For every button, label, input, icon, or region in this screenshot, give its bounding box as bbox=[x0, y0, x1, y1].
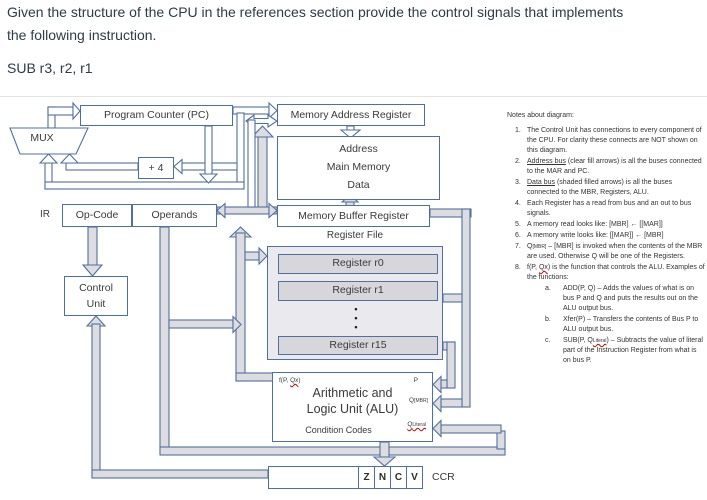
alu-name-line1: Arithmetic and bbox=[312, 386, 393, 400]
notes-panel: Notes about diagram: 1. The Control Unit… bbox=[507, 111, 705, 367]
mbr-q-bus bbox=[429, 208, 472, 413]
ccr-label: CCR bbox=[432, 471, 455, 483]
question-line-2: the following instruction. bbox=[7, 27, 157, 43]
r1-output-bus bbox=[442, 293, 463, 303]
ccr-flag-v: V bbox=[406, 467, 422, 488]
register-r15-box: Register r15 bbox=[278, 336, 438, 355]
memory-address-label: Address bbox=[339, 143, 378, 155]
alu-function-label: f(P, Qx) bbox=[279, 377, 301, 384]
note-item-2: 2. Address bus (clear fill arrows) is al… bbox=[515, 158, 702, 175]
alu-box: f(P, Qx) P Arithmetic and Logic Unit (AL… bbox=[272, 372, 433, 442]
register-file-title: Register File bbox=[326, 230, 384, 241]
divider-line bbox=[0, 96, 707, 97]
ccr-flag-n: N bbox=[374, 467, 390, 488]
note-item-8: 8. f(P, Qx) is the function that control… bbox=[515, 264, 705, 281]
mar-data-bus bbox=[250, 125, 275, 213]
mux-shape bbox=[9, 127, 89, 155]
register-file-box: Register r0 Register r1 • • • Register r… bbox=[267, 246, 443, 360]
control-unit-line2: Unit bbox=[86, 298, 106, 310]
operands-to-regfile-arrow bbox=[168, 315, 242, 334]
memory-title-label: Main Memory bbox=[326, 161, 391, 173]
pc-to-mux-arrow bbox=[38, 125, 245, 190]
program-counter-box: Program Counter (PC) bbox=[80, 105, 233, 126]
alu-to-ccr-arrow bbox=[372, 441, 397, 467]
alu-q-mbr-input-label: Q[MBR] bbox=[409, 397, 428, 404]
ccr-flag-c: C bbox=[390, 467, 406, 488]
ir-mbr-double-arrow bbox=[216, 202, 278, 219]
mux-label: MUX bbox=[30, 132, 54, 144]
alu-condition-codes-label: Condition Codes bbox=[305, 425, 372, 435]
opcode-box: Op-Code bbox=[62, 204, 132, 227]
memory-buffer-register-box: Memory Buffer Register bbox=[277, 205, 430, 227]
note-subitem-a: a. ADD(P, Q) – Adds the values of what i… bbox=[545, 285, 698, 312]
ir-label: IR bbox=[40, 209, 50, 220]
register-r1-box: Register r1 bbox=[278, 281, 438, 301]
control-unit-box: Control Unit bbox=[64, 276, 128, 316]
plus4-to-mux-arrow bbox=[59, 153, 139, 171]
note-item-3: 3. Data bus (shaded filled arrows) is al… bbox=[515, 179, 673, 196]
memory-address-register-box: Memory Address Register bbox=[277, 104, 425, 126]
opcode-to-control-unit-arrow bbox=[81, 226, 104, 277]
mux-to-pc-arrow bbox=[47, 101, 81, 129]
ccr-flag-z: Z bbox=[358, 467, 374, 488]
memory-data-label: Data bbox=[347, 179, 370, 191]
plus4-box: + 4 bbox=[138, 157, 174, 179]
operands-literal-bus bbox=[159, 226, 506, 456]
ccr-empty-field bbox=[269, 467, 358, 488]
ccr-register-box: Z N C V bbox=[268, 466, 423, 489]
register-r0-box: Register r0 bbox=[278, 254, 438, 274]
ir-data-bus bbox=[228, 226, 274, 382]
alu-p-input-label: P bbox=[413, 377, 418, 384]
note-subitem-c: c. SUB(P, QLiteral) – Subtracts the valu… bbox=[545, 337, 703, 364]
operands-box: Operands bbox=[132, 204, 217, 227]
notes-title: Notes about diagram: bbox=[507, 112, 574, 119]
register-ellipsis-dots: • • • bbox=[354, 304, 358, 332]
note-item-5: 5. A memory read looks like: [MBR] ← [[M… bbox=[515, 221, 663, 228]
pc-right-vertical-bus bbox=[236, 112, 256, 208]
alu-q-literal-input-label: QLiteral bbox=[407, 421, 426, 428]
alu-name-line2: Logic Unit (ALU) bbox=[306, 402, 399, 416]
pc-to-mar-arrow bbox=[232, 101, 278, 120]
main-memory-box: Address Main Memory Data bbox=[277, 136, 440, 200]
note-item-7: 7. Q[MBR] – [MBR] is invoked when the co… bbox=[515, 243, 703, 260]
note-item-6: 6. A memory write looks like: [[MAR]] ← … bbox=[515, 232, 664, 239]
control-unit-line1: Control bbox=[79, 282, 113, 294]
question-line-1: Given the structure of the CPU in the re… bbox=[7, 4, 624, 20]
instruction-text: SUB r3, r2, r1 bbox=[7, 60, 93, 76]
note-item-4: 4. Each Register has a read from bus and… bbox=[515, 200, 692, 217]
bus-to-regfile-write-arrow bbox=[244, 246, 268, 266]
r15-p-bus bbox=[432, 341, 456, 394]
mar-to-memory-arrow bbox=[339, 125, 362, 139]
note-item-1: 1. The Control Unit has connections to e… bbox=[515, 127, 702, 154]
note-subitem-b: b. Xfer(P) – Transfers the contents of B… bbox=[545, 316, 699, 333]
